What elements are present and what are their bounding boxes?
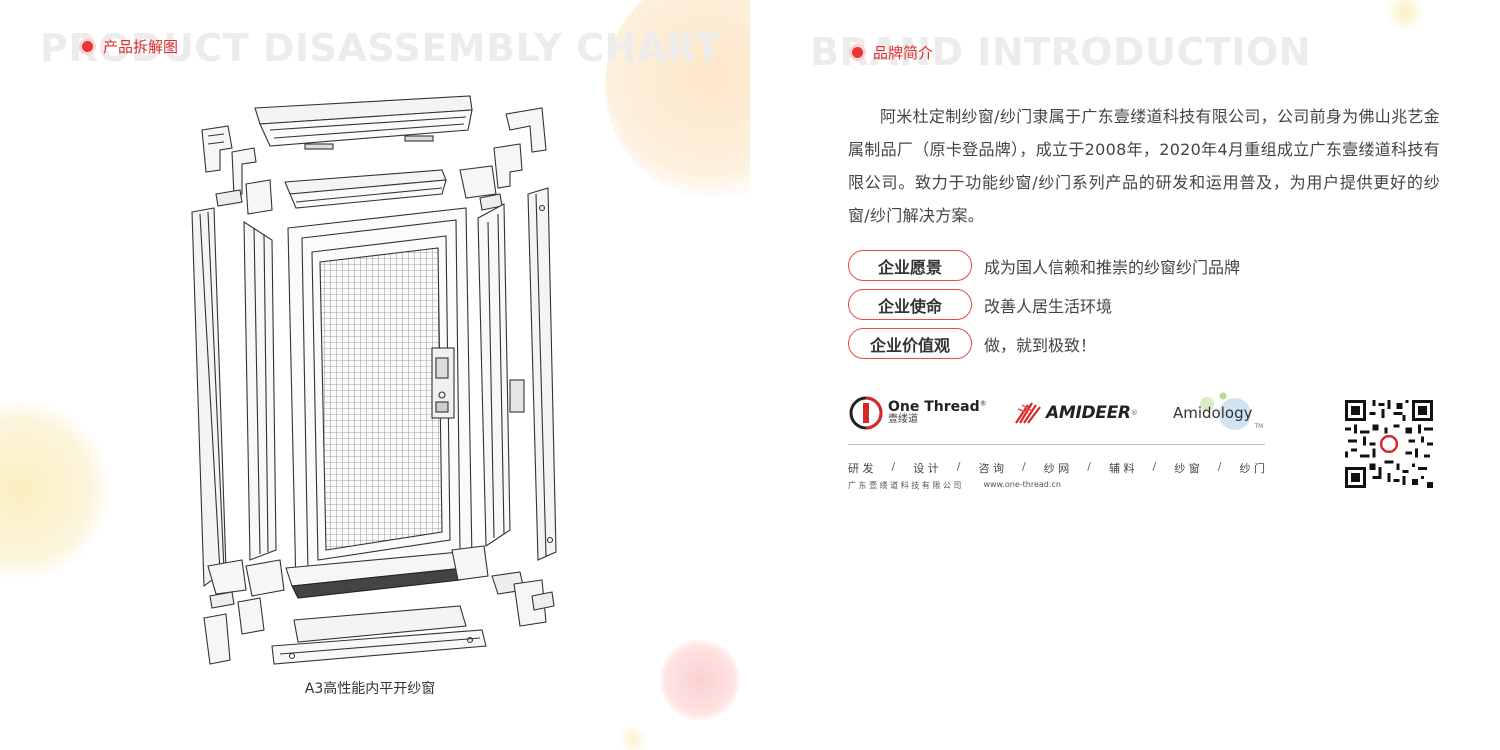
value-pill: 企业价值观 [848,328,972,359]
left-page: PRODUCT DISASSEMBLY CHART 产品拆解图 [0,0,750,750]
bullet-dot-icon [852,47,863,58]
amidology-name: Amidology [1173,404,1253,422]
decorative-blob [0,400,110,580]
service-item: 咨 询 [978,462,1005,475]
value-pill: 企业使命 [848,289,972,320]
brand-logos: One Thread® 壹缕道 AMIDEER ® Amidology TM [848,388,1265,444]
top-profile-bar [254,95,473,150]
right-outer-side-bar [509,187,557,561]
bottom-profile-bar [271,605,487,665]
decorative-blob [618,724,648,750]
amideer-antler-icon [1015,402,1041,424]
company-name: 广 东 壹 缕 道 科 技 有 限 公 司 [848,481,962,490]
registered-mark: ® [979,399,987,408]
background-title: BRAND INTRODUCTION [810,30,1312,74]
decorative-blob [1385,0,1425,32]
section-label-text: 品牌简介 [873,44,934,62]
services-list: 研 发 / 设 计 / 咨 询 / 纱 网 / 辅 料 / 纱 窗 / 纱 门 [848,460,1265,476]
divider [848,444,1265,445]
amideer-name: AMIDEER [1046,403,1131,423]
onethread-logo: One Thread® 壹缕道 [848,388,987,438]
window-disassembly-diagram [191,95,557,665]
diagram-caption: A3高性能内平开纱窗 [304,681,436,697]
separator: / [956,460,961,473]
section-label-text: 产品拆解图 [103,38,179,56]
value-row-mission: 企业使命 改善人居生活环境 [848,285,1240,324]
left-inner-side-bar [243,220,277,561]
decorative-blob [660,640,740,720]
value-row-vision: 企业愿景 成为国人信赖和推崇的纱窗纱门品牌 [848,246,1240,285]
background-title: PRODUCT DISASSEMBLY CHART [40,26,722,70]
onethread-chinese-name: 壹缕道 [888,414,918,426]
right-inner-side-bar [477,203,511,548]
main-sash-frame [287,207,473,589]
value-pill: 企业愿景 [848,250,972,281]
section-label: 产品拆解图 [82,36,178,57]
service-item: 辅 料 [1109,462,1135,475]
left-outer-side-bar [191,207,227,588]
amidology-logo: Amidology TM [1173,388,1263,438]
corner-bracket [203,545,555,665]
service-item: 纱 网 [1043,462,1070,475]
separator: / [1217,460,1222,473]
amidology-bubbles-icon [1200,392,1251,430]
trademark-mark: TM [1254,423,1264,430]
value-row-values: 企业价值观 做，就到极致！ [848,324,1240,363]
right-page: BRAND INTRODUCTION 品牌简介 阿米杜定制纱窗/纱门隶属于广东壹… [750,0,1500,750]
amideer-logo: AMIDEER ® [1014,388,1138,438]
service-item: 研 发 [848,462,874,475]
service-item: 设 计 [913,462,939,475]
footer-info: 广 东 壹 缕 道 科 技 有 限 公 司 www.one-thread.cn [848,480,1061,491]
onethread-mark-icon [849,396,883,430]
inner-top-bar [284,169,447,209]
separator: / [1087,460,1091,473]
separator: / [1152,460,1157,473]
section-label: 品牌简介 [852,42,933,63]
service-item: 纱 窗 [1174,462,1200,475]
onethread-name: One Thread [888,399,980,416]
service-item: 纱 门 [1239,462,1266,475]
corporate-values: 企业愿景 成为国人信赖和推崇的纱窗纱门品牌 企业使命 改善人居生活环境 企业价值… [848,246,1240,363]
bullet-dot-icon [82,41,93,52]
corner-bracket [459,107,547,211]
value-text: 做，就到极致！ [984,335,1097,355]
corner-bracket [201,125,273,215]
qr-code-icon [1345,400,1433,488]
separator: / [1022,460,1026,473]
value-text: 成为国人信赖和推崇的纱窗纱门品牌 [984,257,1241,277]
value-text: 改善人居生活环境 [984,296,1113,316]
registered-mark: ® [1130,409,1138,417]
separator: / [891,460,896,473]
website-link[interactable]: www.one-thread.cn [983,480,1061,489]
brand-intro-paragraph: 阿米杜定制纱窗/纱门隶属于广东壹缕道科技有限公司，公司前身为佛山兆艺金属制品厂（… [848,107,1440,225]
handle-lock [431,347,455,419]
